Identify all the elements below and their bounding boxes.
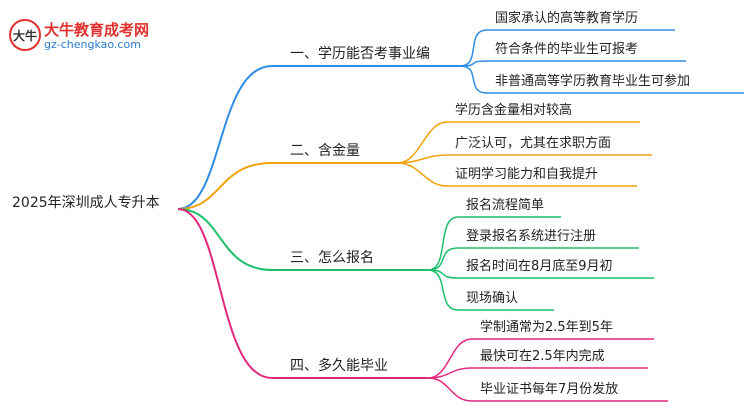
branch-3-connector xyxy=(177,208,273,271)
branch-4-child-2-label: 最快可在2.5年内完成 xyxy=(480,348,605,364)
branch-4-child-3-connector xyxy=(427,377,473,402)
logo-mark-text: 大牛 xyxy=(13,28,37,43)
branch-4-label: 四、多久能毕业 xyxy=(290,357,388,374)
logo-url: gz-chengkao.com xyxy=(44,38,141,51)
logo-title: 大牛教育成考网 xyxy=(44,21,150,39)
branch-2-child-3-label: 证明学习能力和自我提升 xyxy=(455,166,598,182)
logo-mark-icon: 大牛 xyxy=(9,19,41,51)
branch-3-child-1-label: 报名流程简单 xyxy=(466,197,544,213)
branch-3-child-4-label: 现场确认 xyxy=(466,291,518,306)
site-logo: 大牛 大牛教育成考网 gz-chengkao.com xyxy=(8,18,188,52)
branch-4-child-1-connector xyxy=(427,338,473,379)
branch-1-child-3-connector xyxy=(459,65,488,94)
branch-4-child-1-label: 学制通常为2.5年到5年 xyxy=(480,319,613,335)
branch-1-child-2-label: 符合条件的毕业生可报考 xyxy=(495,41,638,57)
branch-1-child-2-connector xyxy=(459,60,488,67)
branch-2-connector xyxy=(177,162,273,210)
branch-4-child-3-label: 毕业证书每年7月份发放 xyxy=(480,381,618,397)
branch-1-child-3-label: 非普通高等学历教育毕业生可参加 xyxy=(495,73,690,89)
branch-2-child-3-connector xyxy=(397,162,448,187)
branch-3-label: 三、怎么报名 xyxy=(290,250,374,266)
branch-3-child-4-connector xyxy=(427,269,459,311)
root-node-label: 2025年深圳成人专升本 xyxy=(12,195,160,211)
branch-2-child-1-label: 学历含金量相对较高 xyxy=(455,102,572,118)
branch-3-child-1-connector xyxy=(427,216,459,271)
branch-3-child-3-label: 报名时间在8月底至9月初 xyxy=(466,258,613,274)
branch-2-label: 二、含金量 xyxy=(290,143,360,159)
branch-3-child-2-connector xyxy=(427,247,459,271)
branch-4-connector xyxy=(177,208,273,379)
branch-1-child-1-label: 国家承认的高等教育学历 xyxy=(495,10,638,26)
branch-3-child-2-label: 登录报名系统进行注册 xyxy=(466,228,596,244)
branch-1-label: 一、学历能否考事业编 xyxy=(290,46,430,62)
branch-2-child-1-connector xyxy=(397,121,448,164)
branch-1-child-1-connector xyxy=(459,29,488,67)
branch-2-child-2-label: 广泛认可，尤其在求职方面 xyxy=(455,135,611,151)
branch-1-connector xyxy=(177,65,273,210)
